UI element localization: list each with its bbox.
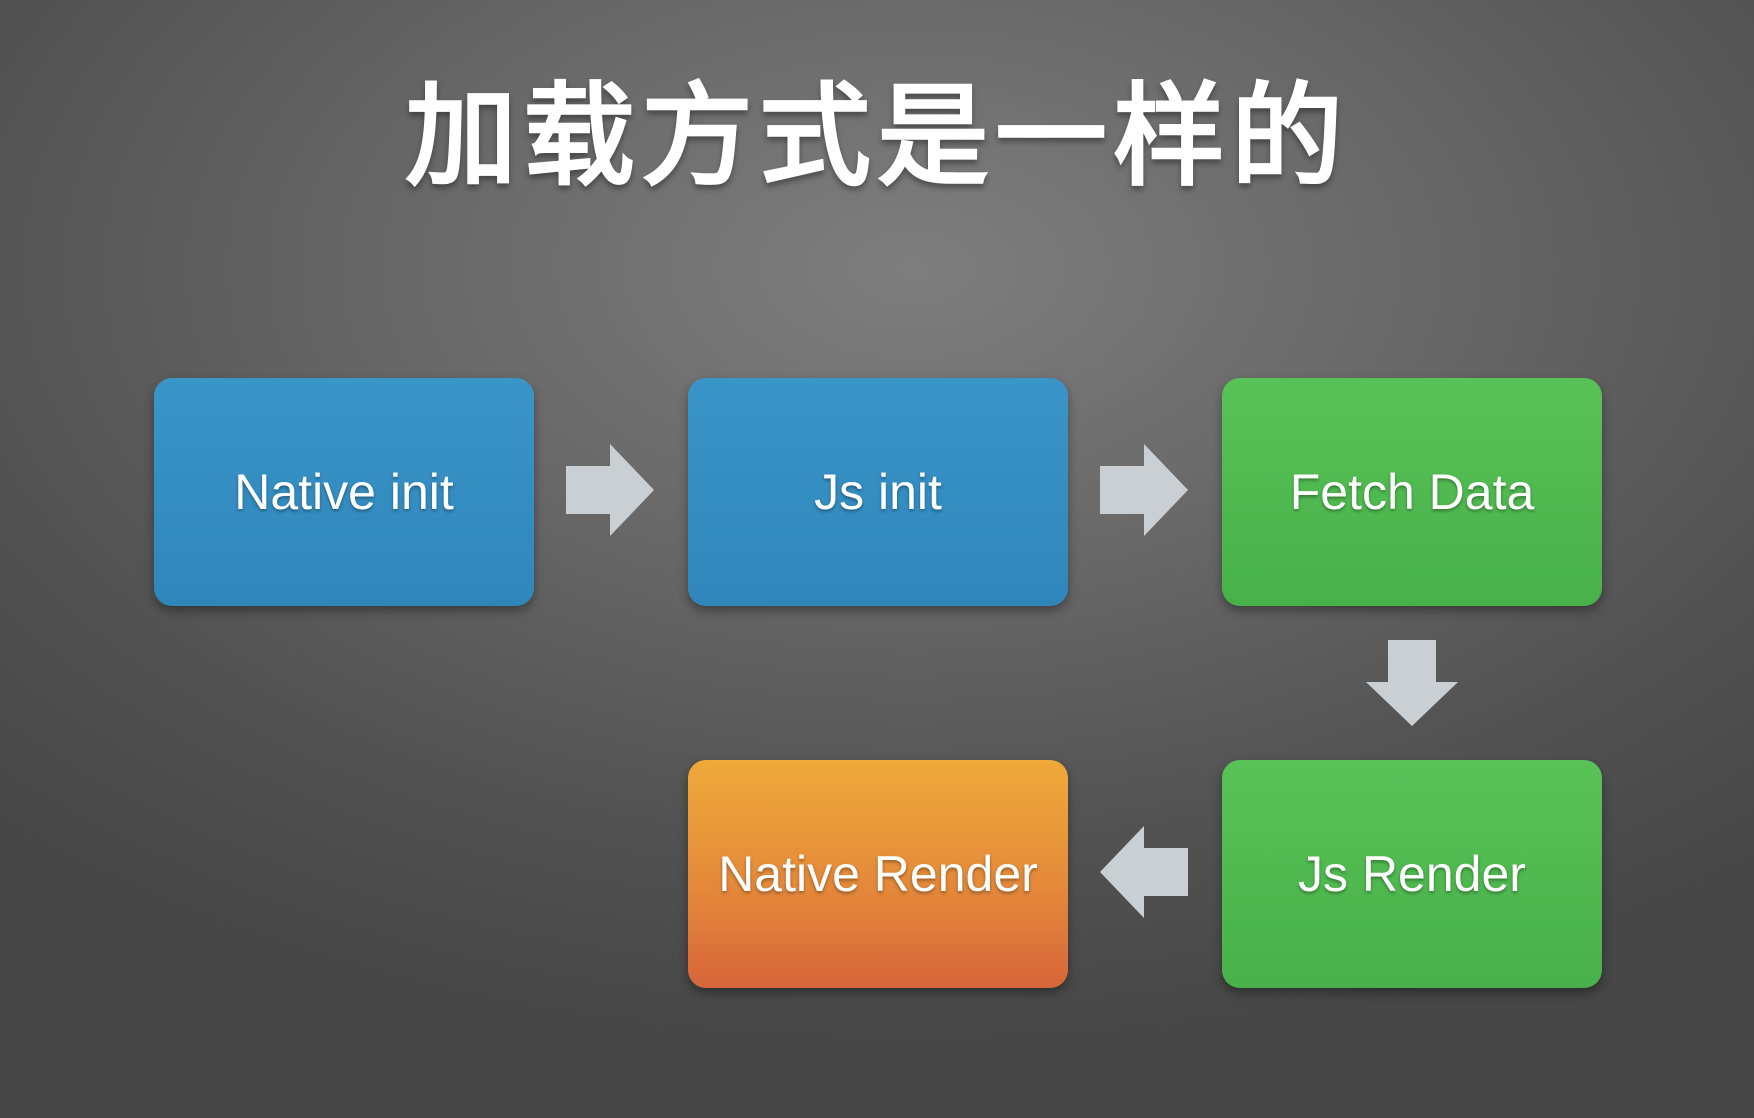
step-js-init-label: Js init: [814, 464, 942, 520]
step-native-render: Native Render: [688, 760, 1068, 988]
arrow-left-icon: [1100, 826, 1188, 918]
step-fetch-data: Fetch Data: [1222, 378, 1602, 606]
step-native-init: Native init: [154, 378, 534, 606]
arrow-right-icon: [566, 444, 654, 536]
step-js-init: Js init: [688, 378, 1068, 606]
slide-title: 加载方式是一样的: [405, 72, 1349, 202]
arrow-down-icon: [1366, 640, 1458, 726]
step-js-render: Js Render: [1222, 760, 1602, 988]
step-native-init-label: Native init: [234, 464, 454, 520]
step-native-render-label: Native Render: [718, 846, 1038, 902]
arrow-right-icon: [1100, 444, 1188, 536]
step-js-render-label: Js Render: [1298, 846, 1526, 902]
step-fetch-data-label: Fetch Data: [1289, 464, 1535, 520]
